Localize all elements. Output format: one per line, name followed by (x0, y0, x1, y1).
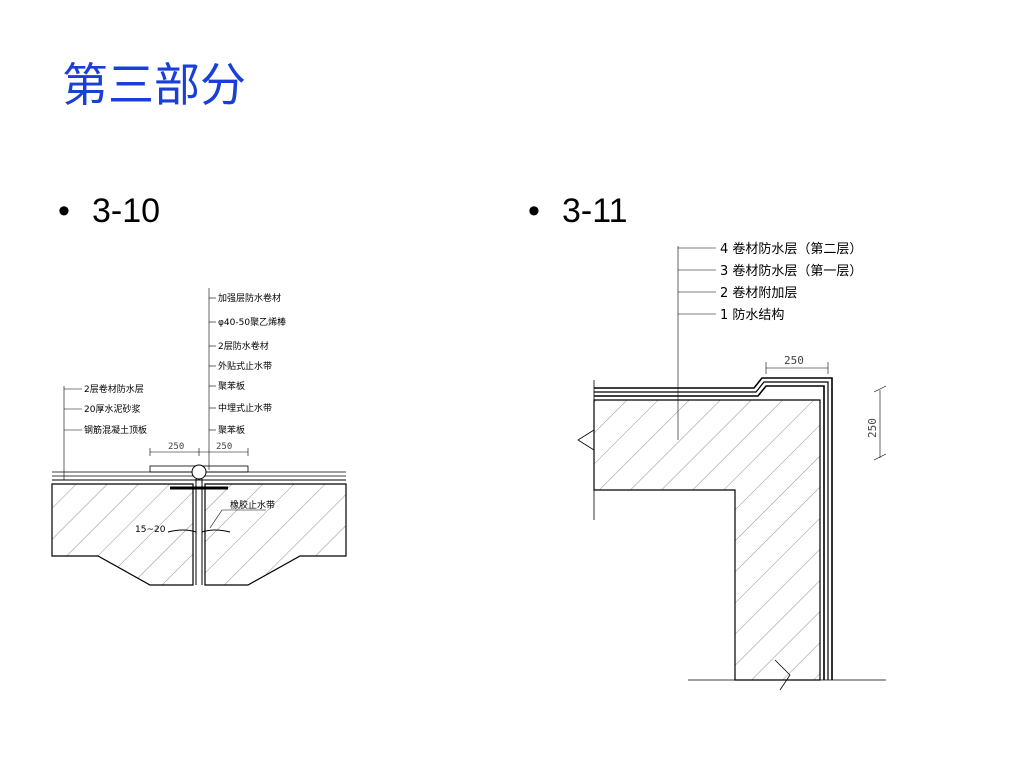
label-rubber-waterstop: 橡胶止水带 (230, 499, 275, 511)
break-mark-bottom (774, 659, 791, 691)
layer-label-4: 4 卷材防水层（第二层） (720, 241, 862, 257)
layer-leaders (678, 247, 716, 315)
label-gap: 15~20 (135, 525, 166, 535)
bullet-dot: • (58, 192, 70, 230)
label-membrane-layer: 2层卷材防水层 (84, 383, 144, 395)
right-leaders (209, 297, 216, 431)
layer-label-3: 3 卷材防水层（第一层） (720, 263, 862, 279)
figure-3-11: 4 卷材防水层（第二层） 3 卷材防水层（第一层） 2 卷材附加层 1 防水结构… (577, 241, 887, 691)
slab-right (204, 483, 347, 586)
label-pe-rod: φ40-50聚乙烯棒 (218, 316, 286, 328)
bullet-3-10: • 3-10 (58, 194, 160, 228)
dim-250-side: 250 (866, 418, 879, 438)
dim-250-top: 250 (784, 354, 804, 367)
membrane-layer-3 (594, 377, 833, 680)
label-mortar: 20厚水泥砂浆 (84, 403, 140, 415)
slab-left (51, 483, 194, 586)
dim-250-left: 250 (168, 442, 184, 452)
membrane-layer-2 (594, 381, 829, 680)
label-concrete-roof: 钢筋混凝土顶板 (84, 424, 147, 436)
figure-3-10: 250 250 加强层防水卷材 φ40-50聚乙烯棒 2层防水卷材 外贴式止水带… (51, 288, 347, 586)
label-external-waterstop: 外贴式止水带 (218, 360, 272, 372)
break-mark-left (577, 429, 595, 451)
label-reinforce-membrane: 加强层防水卷材 (218, 292, 281, 304)
bullet-label: 3-10 (92, 192, 161, 230)
structure-l-section (593, 399, 821, 681)
label-eps-board-2: 聚苯板 (218, 424, 245, 436)
label-2-layer-membrane: 2层防水卷材 (218, 340, 269, 352)
bullet-label: 3-11 (562, 192, 628, 230)
bullet-dot: • (528, 192, 540, 230)
left-leaders (64, 388, 82, 431)
layer-label-2: 2 卷材附加层 (720, 285, 797, 301)
layer-label-1: 1 防水结构 (720, 307, 784, 323)
dim-tick (873, 453, 887, 461)
bullet-3-11: • 3-11 (528, 194, 628, 228)
dim-tick (873, 385, 887, 393)
pe-rod (191, 464, 207, 480)
waterstop-leader (209, 509, 223, 529)
label-embedded-waterstop: 中埋式止水带 (218, 402, 272, 414)
membrane-layer-1 (594, 385, 825, 680)
label-eps-board: 聚苯板 (218, 380, 245, 392)
dim-250-right: 250 (216, 442, 232, 452)
rubber-waterstop (167, 529, 231, 533)
page-title: 第三部分 (62, 58, 246, 112)
